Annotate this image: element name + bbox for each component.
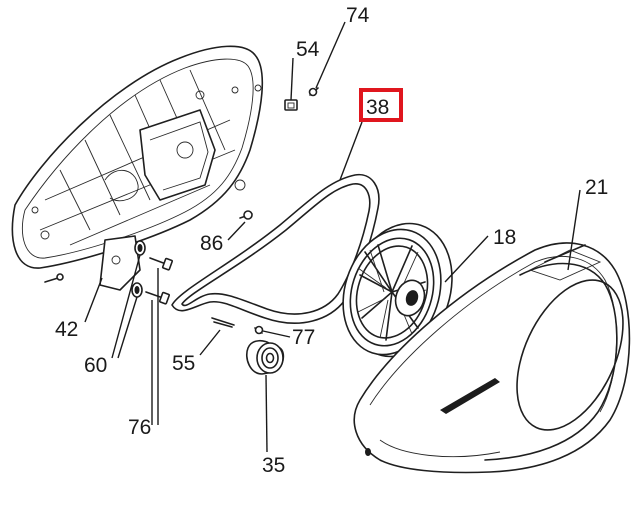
highlight-box-38 [359, 88, 403, 122]
drive-belt-38 [171, 173, 380, 324]
screw-74 [308, 87, 319, 97]
pin-55 [211, 317, 235, 328]
callout-60[interactable]: 60 [84, 354, 107, 377]
leader-38 [339, 121, 363, 181]
leader-60a [111, 254, 141, 359]
callout-74[interactable]: 74 [346, 4, 370, 27]
washers-60 [131, 240, 146, 298]
pulley-wheel-18 [342, 222, 453, 358]
leader-77 [262, 330, 291, 338]
leader-54 [290, 57, 294, 101]
leader-42 [84, 277, 103, 323]
callout-54[interactable]: 54 [296, 38, 320, 61]
callout-35[interactable]: 35 [262, 454, 285, 477]
callout-38[interactable]: 38 [366, 96, 389, 119]
callout-86[interactable]: 86 [200, 232, 223, 255]
leader-lines [84, 21, 581, 453]
callout-76[interactable]: 76 [128, 416, 151, 439]
leader-35 [265, 374, 268, 453]
inner-cover-plate [11, 45, 264, 291]
clip-54 [284, 99, 298, 111]
leader-55 [199, 329, 221, 356]
callout-21[interactable]: 21 [585, 176, 608, 199]
callout-77[interactable]: 77 [292, 326, 315, 349]
leader-60b [117, 296, 138, 359]
leader-18 [444, 235, 489, 283]
screw-86 [239, 210, 253, 220]
outer-cover-21 [353, 242, 631, 474]
idler-roller-35 [246, 339, 285, 375]
leader-74 [315, 21, 346, 89]
leader-86 [227, 221, 246, 241]
callout-18[interactable]: 18 [493, 226, 516, 249]
callout-55[interactable]: 55 [172, 352, 195, 375]
callout-42[interactable]: 42 [55, 318, 78, 341]
screw-77 [254, 325, 264, 335]
bolts-76 [145, 257, 173, 305]
callout-labels: 74 54 38 21 18 86 42 60 55 77 76 35 [55, 4, 608, 477]
leader-21 [567, 189, 581, 271]
